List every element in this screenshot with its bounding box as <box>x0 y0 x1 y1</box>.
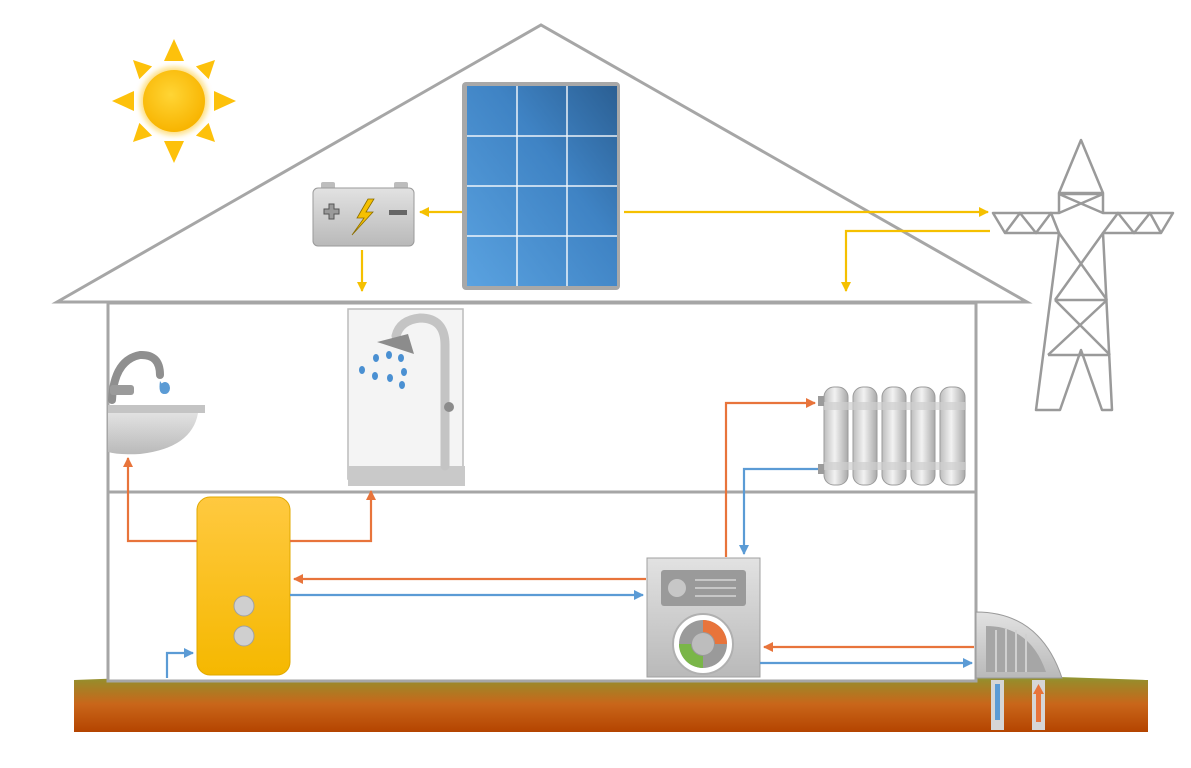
ground-collector-icon <box>975 611 1063 730</box>
solar-power-flows <box>357 207 990 292</box>
solar-panel-icon <box>462 82 620 290</box>
power-pylon-icon <box>991 138 1175 412</box>
ground <box>74 670 1148 732</box>
flow-tank-to-shower <box>290 490 376 543</box>
radiator-icon <box>818 386 966 486</box>
cold-water-flows <box>165 467 973 678</box>
shower-icon <box>347 308 465 486</box>
lightning-bolt-icon <box>351 198 375 236</box>
flow-heatpump-to-radiator <box>724 398 816 557</box>
battery-icon <box>312 182 415 247</box>
heat-pump-icon <box>646 557 761 678</box>
sink-tap-icon <box>108 350 205 455</box>
hot-water-flows <box>123 398 974 652</box>
flow-supply-to-tank <box>165 648 194 678</box>
water-tank-icon <box>196 496 291 676</box>
flow-grid-to-house <box>841 229 990 292</box>
sun-icon <box>112 39 236 163</box>
flow-tank-to-sink <box>123 457 197 543</box>
flow-radiator-to-heatpump <box>739 467 818 555</box>
